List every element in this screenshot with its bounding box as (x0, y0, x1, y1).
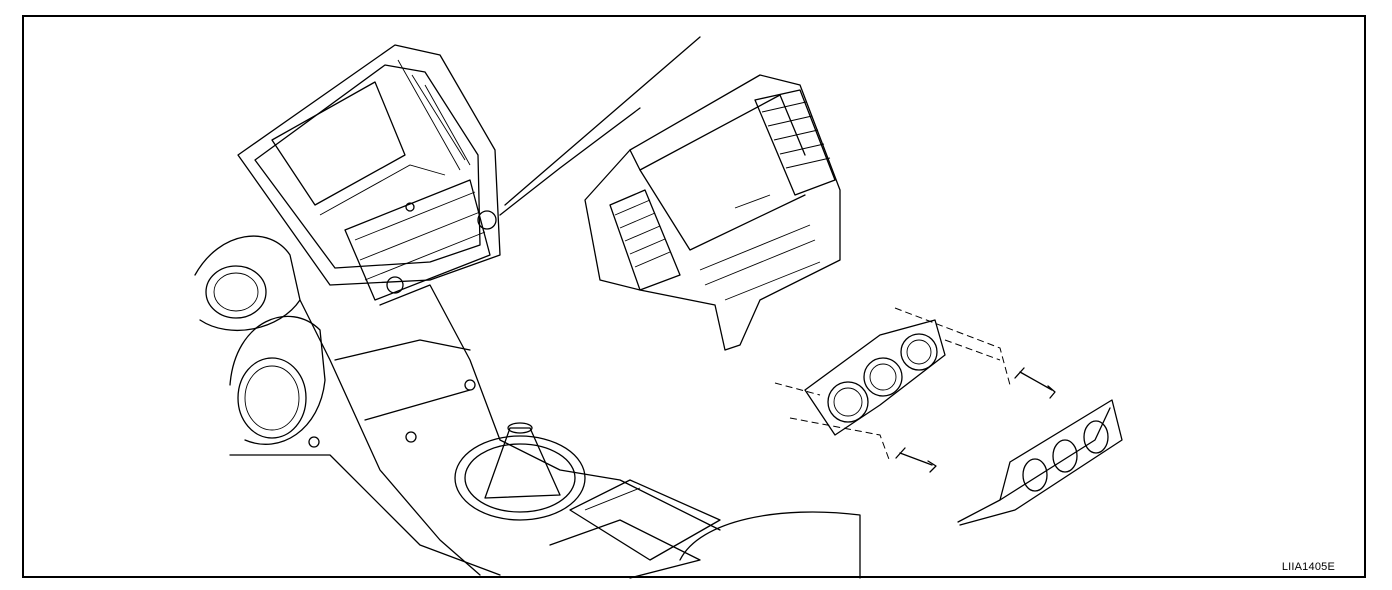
screw-icon (1014, 367, 1056, 399)
figure-code-label: LIIA1405E (1281, 561, 1335, 573)
diagram-frame (22, 15, 1366, 578)
instrument-panel-assembly (194, 36, 861, 579)
finisher-bezel (957, 399, 1123, 526)
cluster-lid-panel (584, 74, 841, 351)
ac-control-assembly (774, 307, 1056, 473)
screw-icon (895, 447, 937, 473)
